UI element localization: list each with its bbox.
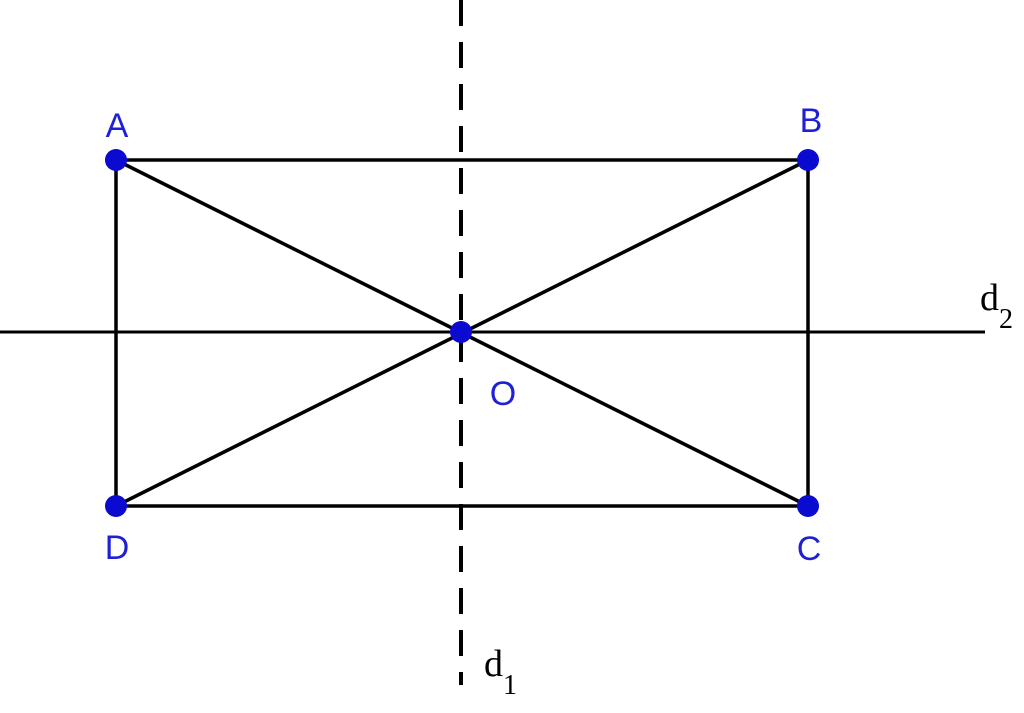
- point-C: [797, 495, 819, 517]
- point-A: [105, 149, 127, 171]
- point-B: [797, 149, 819, 171]
- point-label-B: B: [800, 102, 823, 140]
- point-label-A: A: [106, 107, 129, 145]
- line-label-d1: d1: [484, 643, 517, 701]
- point-O: [450, 321, 472, 343]
- lines-layer: [0, 0, 985, 685]
- point-D: [105, 495, 127, 517]
- line-label-d2: d2: [980, 277, 1013, 335]
- labels-layer: d1 d2 A B C D O: [105, 102, 1013, 701]
- point-label-O: O: [490, 375, 516, 413]
- point-label-C: C: [797, 530, 822, 568]
- points-layer: [105, 149, 819, 517]
- point-label-D: D: [105, 529, 130, 567]
